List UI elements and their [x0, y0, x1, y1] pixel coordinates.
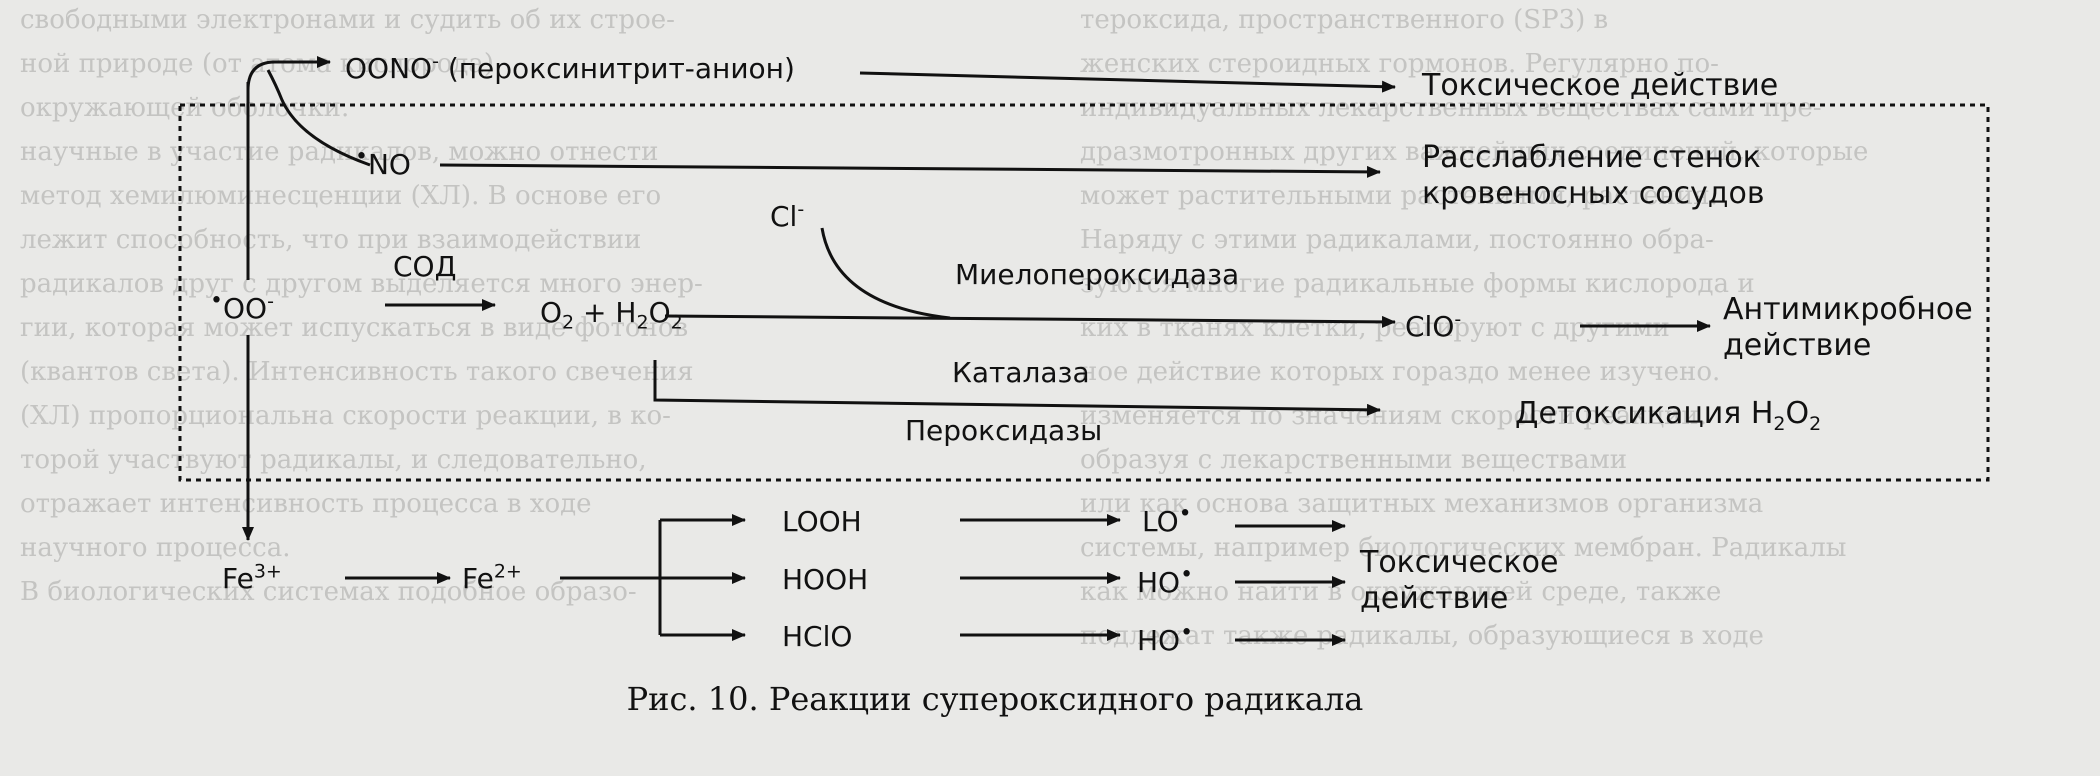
node-hooh: HOOH — [782, 563, 869, 596]
bleed-line: лежит способность, что при взаимодействи… — [20, 225, 642, 255]
bleed-line: индивидуальных лекарственных веществах с… — [1080, 93, 1822, 123]
node-looh: LOOH — [782, 505, 862, 538]
node-products: O2 + H2O2 — [540, 296, 683, 334]
outcome-antimicrobial: Антимикробное действие — [1723, 292, 1973, 363]
bleed-line: свободными электронами и судить об их ст… — [20, 5, 675, 35]
arrow-to-peroxynitrite — [246, 56, 331, 115]
node-lo-radical: LO• — [1142, 501, 1192, 538]
bleed-line: может растительными растениями, растения… — [1080, 181, 1718, 211]
node-ho-radical-1: HO• — [1137, 562, 1194, 599]
bleed-line: дразмотронных других важнейших соединени… — [1080, 137, 1869, 167]
node-peroxynitrite: OONO- (пероксинитрит-анион) — [345, 50, 795, 85]
enzyme-myeloperoxidase: Миелопероксидаза — [955, 258, 1240, 291]
arrow-catalase — [653, 360, 1381, 416]
enzyme-peroxidases: Пероксидазы — [905, 414, 1103, 447]
outcome-vasodilation: Расслабление стенок кровеносных сосудов — [1422, 140, 1765, 211]
bleed-line: как можно найти в окружающей среде, такж… — [1080, 577, 1722, 607]
bleed-line: В биологических системах подобное образо… — [20, 577, 637, 607]
node-ho-radical-2: HO• — [1137, 620, 1194, 657]
dotted-frame — [178, 103, 1990, 482]
bleed-line: торой участвуют радикалы, и следовательн… — [20, 445, 647, 475]
bleed-line: образуя с лекарственными веществами — [1080, 445, 1628, 475]
node-nitric-oxide: •NO — [355, 144, 411, 181]
bleed-line: женских стероидных гормонов. Регулярно п… — [1080, 49, 1719, 79]
node-hypochlorite: ClO- — [1405, 308, 1462, 343]
bleed-line: подлежат также радикалы, образующиеся в … — [1080, 621, 1764, 651]
outcome-toxic-top: Токсическое действие — [1422, 68, 1779, 103]
bleed-line: ной природе (от атома кислорода) — [20, 49, 495, 79]
arrow-myeloperoxidase — [664, 314, 1396, 328]
bleed-line: отражает интенсивность процесса в ходе — [20, 489, 592, 519]
bleed-line: гии, которая может испускаться в виде фо… — [20, 313, 689, 343]
node-hclo: HClO — [782, 620, 853, 653]
node-superoxide: •OO- — [210, 288, 274, 325]
bleed-line: или как основа защитных механизмов орган… — [1080, 489, 1764, 519]
enzyme-catalase: Каталаза — [952, 356, 1090, 389]
bleed-line: (квантов света). Интенсивность такого св… — [20, 357, 694, 387]
bleed-line: тероксида, пространственного (SP3) в — [1080, 5, 1609, 35]
node-fe3: Fe3+ — [222, 560, 282, 595]
bleed-line: ное действие которых гораздо менее изуче… — [1080, 357, 1721, 387]
curve-chloride — [820, 227, 951, 320]
enzyme-sod: СОД — [393, 250, 457, 283]
outcome-toxic-bottom: Токсическое действие — [1360, 545, 1559, 616]
bleed-line: (ХЛ) пропорциональна скорости реакции, в… — [20, 401, 671, 431]
node-fe2: Fe2+ — [462, 560, 522, 595]
figure-caption: Рис. 10. Реакции супероксидного радикала — [626, 680, 1364, 718]
bleed-line: метод хемилюминесценции (ХЛ). В основе е… — [20, 181, 662, 211]
bleed-line: Наряду с этими радикалами, постоянно обр… — [1080, 225, 1714, 255]
curve-no-merge — [266, 69, 371, 167]
bleed-line: системы, например биологических мембран.… — [1080, 533, 1847, 563]
bleed-line: зуются многие радикальные формы кислород… — [1080, 269, 1755, 299]
node-chloride: Cl- — [770, 198, 805, 233]
bleed-line: радикалов друг с другом выделяется много… — [20, 269, 703, 299]
arrow-no-relaxation — [439, 163, 1381, 178]
bleed-line: ких в тканях клетки, реагируют с другими — [1080, 313, 1670, 343]
arrow-peroxynitrite-toxic — [859, 71, 1396, 93]
outcome-detox: Детоксикация H2O2 — [1515, 396, 1822, 435]
